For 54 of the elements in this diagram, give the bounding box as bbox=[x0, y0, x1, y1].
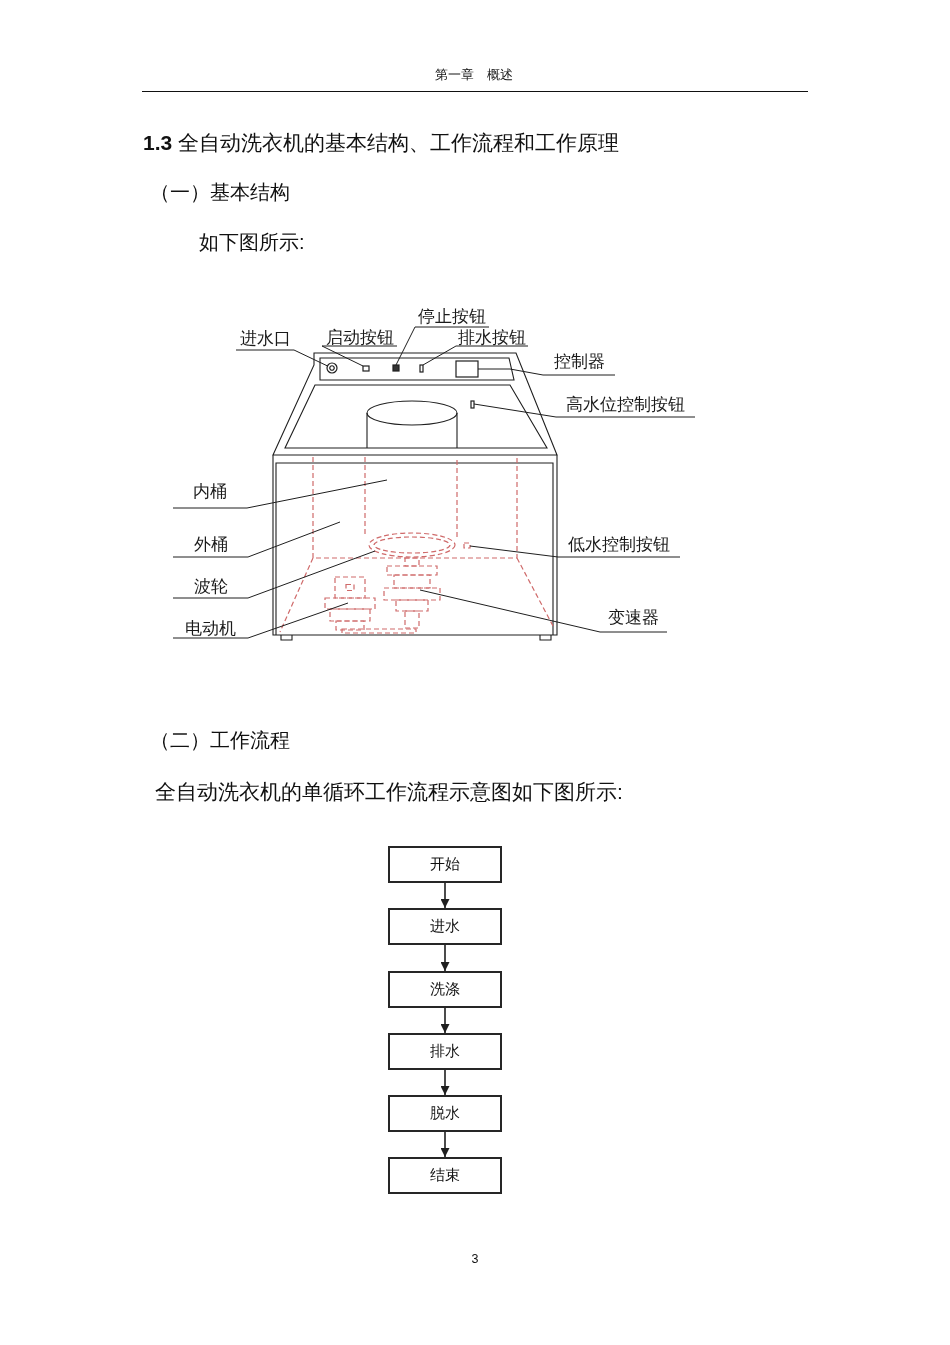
water-level-switch bbox=[463, 542, 471, 549]
process-box: 脱水 bbox=[388, 1095, 502, 1132]
leader-line bbox=[172, 521, 341, 558]
arrow bbox=[440, 1007, 450, 1034]
arrow bbox=[440, 944, 450, 972]
process-box: 结束 bbox=[388, 1157, 502, 1194]
part-label: 控制器 bbox=[543, 353, 615, 375]
part-label: 高水位控制按钮 bbox=[556, 396, 695, 417]
section-heading: 1.3 全自动洗衣机的基本结构、工作流程和工作原理 bbox=[143, 130, 620, 156]
gearbox-drawing bbox=[383, 557, 441, 629]
page-number: 3 bbox=[471, 1252, 479, 1267]
part-label: 停止按钮 bbox=[415, 308, 489, 327]
inlet-knob bbox=[326, 362, 338, 374]
outer-tub-outline bbox=[279, 456, 554, 633]
inner-tub-outline bbox=[364, 456, 458, 538]
leader-line bbox=[235, 349, 329, 367]
panel-button bbox=[419, 364, 424, 373]
arrow bbox=[440, 1131, 450, 1158]
body-text: 全自动洗衣机的单循环工作流程示意图如下图所示: bbox=[155, 779, 623, 805]
leader-line bbox=[477, 368, 616, 376]
leader-line bbox=[172, 602, 349, 639]
part-label: 外桶 bbox=[173, 536, 248, 557]
leader-line bbox=[395, 326, 490, 366]
panel-button bbox=[362, 365, 370, 372]
part-label: 变速器 bbox=[600, 609, 667, 632]
process-box: 洗涤 bbox=[388, 971, 502, 1008]
leader-line bbox=[473, 403, 696, 418]
part-label: 进水口 bbox=[236, 330, 294, 350]
motor-drawing bbox=[324, 576, 376, 631]
leader-line bbox=[422, 345, 529, 366]
panel-button bbox=[470, 400, 475, 409]
controller-box bbox=[455, 360, 479, 378]
subsection-heading: （一）基本结构 bbox=[150, 180, 290, 204]
panel-button bbox=[392, 364, 400, 372]
leader-line bbox=[469, 545, 681, 558]
impeller-outline bbox=[368, 532, 456, 558]
part-label: 排水按钮 bbox=[456, 329, 528, 346]
body-text: 如下图所示: bbox=[199, 230, 305, 254]
subsection-heading: （二）工作流程 bbox=[150, 728, 290, 752]
part-label: 启动按钮 bbox=[322, 329, 397, 346]
process-box: 进水 bbox=[388, 908, 502, 945]
leader-line bbox=[419, 589, 668, 633]
part-label: 波轮 bbox=[173, 578, 248, 598]
leader-line bbox=[321, 345, 398, 367]
running-header: 第一章 概述 bbox=[435, 68, 513, 83]
arrow bbox=[440, 882, 450, 909]
process-box: 排水 bbox=[388, 1033, 502, 1070]
leader-line bbox=[172, 479, 388, 509]
process-box: 开始 bbox=[388, 846, 502, 883]
leader-line bbox=[172, 550, 376, 599]
part-label: 电动机 bbox=[173, 620, 248, 638]
arrow bbox=[440, 1069, 450, 1096]
part-label: 低水控制按钮 bbox=[558, 536, 680, 557]
part-label: 内桶 bbox=[173, 483, 247, 508]
